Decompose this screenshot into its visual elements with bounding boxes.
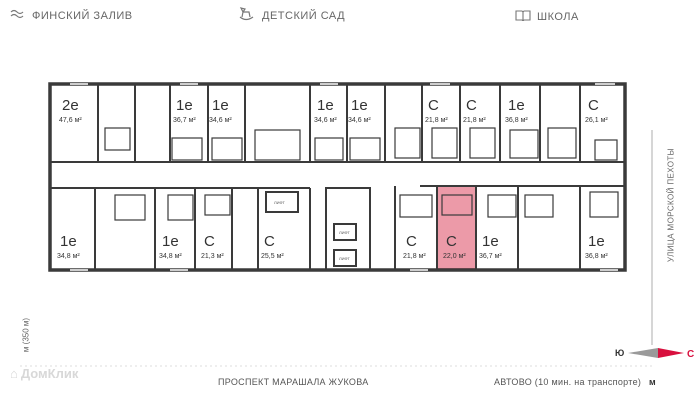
book-icon — [515, 9, 531, 24]
top-partitions — [97, 84, 581, 162]
bottom-unit-area: 36,7 м² — [479, 253, 502, 260]
school-label: ШКОЛА — [537, 10, 579, 23]
bottom-unit-type[interactable]: 1е — [60, 233, 77, 250]
elevator-2-label: ЛИФТ — [339, 256, 350, 261]
east-street-label: УЛИЦА МОРСКОЙ ПЕХОТЫ — [666, 147, 676, 263]
bottom-units: 1е 34,8 м² 1е 34,8 м² С 21,3 м² С 25,5 м² С 21,8 … — [57, 233, 608, 260]
top-unit-area: 34,6 м² — [209, 117, 232, 124]
top-unit-type[interactable]: 1е — [176, 97, 193, 114]
top-unit-type[interactable]: 1е — [317, 97, 334, 114]
compass-arrow-tail-icon — [628, 348, 658, 358]
bottom-partitions — [94, 186, 581, 270]
gulf-landmark: ФИНСКИЙ ЗАЛИВ — [10, 9, 133, 22]
top-unit-area: 34,6 м² — [348, 117, 371, 124]
top-unit-area: 21,8 м² — [425, 117, 448, 124]
bottom-unit-area: 36,8 м² — [585, 253, 608, 260]
compass-south-label: Ю — [615, 348, 624, 358]
bottom-unit-type[interactable]: 1е — [482, 233, 499, 250]
top-unit-type[interactable]: 1е — [212, 97, 229, 114]
kindergarten-label: ДЕТСКИЙ САД — [262, 9, 346, 22]
top-unit-type[interactable]: С — [466, 97, 477, 114]
top-unit-area: 47,6 м² — [59, 117, 82, 124]
bottom-unit-type[interactable]: С — [446, 233, 457, 250]
rocking-horse-icon — [236, 6, 256, 25]
house-icon: ⌂ — [10, 366, 18, 381]
windows — [70, 83, 618, 271]
top-unit-area: 26,1 м² — [585, 117, 608, 124]
distance-indicator: м (350 м) — [16, 300, 36, 370]
top-unit-type[interactable]: С — [588, 97, 599, 114]
top-units: 2е 47,6 м² 1е 36,7 м² 1е 34,6 м² 1е 34,6 м² 1е 34… — [59, 97, 608, 124]
building-outline — [48, 82, 627, 272]
metro-icon: м — [649, 377, 656, 387]
bottom-bathrooms — [114, 191, 619, 221]
east-street: УЛИЦА МОРСКОЙ ПЕХОТЫ — [662, 130, 680, 280]
watermark-text: ДомКлик — [20, 366, 79, 381]
compass-arrow-north-icon — [658, 348, 684, 358]
bottom-unit-area: 34,8 м² — [159, 253, 182, 260]
compass-north-label: С — [687, 349, 694, 360]
kindergarten-landmark: ДЕТСКИЙ САД — [236, 6, 345, 25]
top-unit-area: 34,6 м² — [314, 117, 337, 124]
south-street-label: ПРОСПЕКТ МАРАШАЛА ЖУКОВА — [218, 377, 369, 387]
corridor-walls — [50, 161, 625, 189]
elevator-3-label: ЛИФТ — [274, 200, 285, 205]
bottom-unit-area: 21,3 м² — [201, 253, 224, 260]
gulf-label: ФИНСКИЙ ЗАЛИВ — [32, 9, 133, 22]
top-bathrooms — [104, 127, 618, 161]
top-unit-type[interactable]: 2е — [62, 97, 79, 114]
top-unit-type[interactable]: С — [428, 97, 439, 114]
top-unit-area: 36,8 м² — [505, 117, 528, 124]
school-landmark: ШКОЛА — [515, 9, 579, 24]
bottom-unit-type[interactable]: 1е — [588, 233, 605, 250]
bottom-unit-type[interactable]: С — [204, 233, 215, 250]
stair-core — [265, 187, 371, 271]
bottom-unit-type[interactable]: С — [406, 233, 417, 250]
distance-label: м (350 м) — [21, 317, 31, 353]
metro-label: АВТОВО (10 мин. на транспорте) — [494, 377, 642, 387]
compass: Ю С — [612, 344, 698, 362]
bottom-unit-area: 34,8 м² — [57, 253, 80, 260]
bottom-unit-type[interactable]: С — [264, 233, 275, 250]
elevator-1-label: ЛИФТ — [339, 230, 350, 235]
bottom-unit-area: 22,0 м² — [443, 253, 466, 260]
bottom-unit-type[interactable]: 1е — [162, 233, 179, 250]
top-unit-type[interactable]: 1е — [351, 97, 368, 114]
bottom-unit-area: 25,5 м² — [261, 253, 284, 260]
top-unit-area: 36,7 м² — [173, 117, 196, 124]
waves-icon — [10, 9, 26, 22]
top-unit-type[interactable]: 1е — [508, 97, 525, 114]
domclick-watermark: ⌂ ДомКлик — [10, 366, 78, 381]
bottom-unit-area: 21,8 м² — [403, 253, 426, 260]
selected-apartment[interactable] — [436, 185, 477, 270]
top-unit-area: 21,8 м² — [463, 117, 486, 124]
